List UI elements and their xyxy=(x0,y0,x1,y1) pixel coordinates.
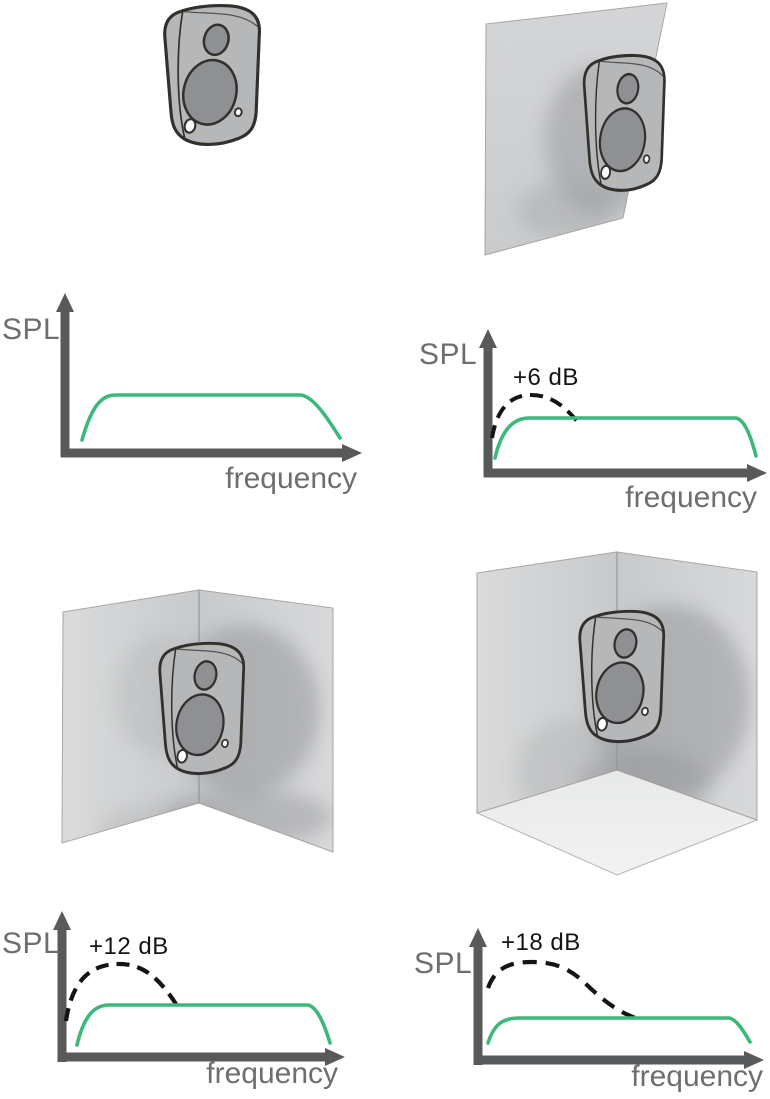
chart-corner-floor-response xyxy=(469,928,764,1069)
illustration-speaker-free-standing xyxy=(163,3,262,146)
x-axis-arrow xyxy=(325,1048,345,1066)
chart-corner-response xyxy=(53,911,345,1066)
speaker xyxy=(163,3,262,146)
y-axis-arrow xyxy=(53,911,71,930)
illustration-speaker-on-wall xyxy=(484,2,668,256)
x-axis-arrow xyxy=(747,464,767,482)
speaker xyxy=(158,641,246,776)
chart-wall-response xyxy=(479,329,767,482)
y-axis-arrow xyxy=(469,928,487,947)
spl-axis-label: SPL xyxy=(2,927,61,960)
boost-annotation: +6 dB xyxy=(513,364,579,391)
frequency-axis-label: frequency xyxy=(631,1060,763,1093)
spl-axis-label: SPL xyxy=(414,947,473,980)
frequency-axis-label: frequency xyxy=(206,1057,338,1090)
speaker xyxy=(578,609,666,744)
illustration-speaker-in-corner xyxy=(61,589,334,853)
frequency-axis-label: frequency xyxy=(625,481,757,514)
frequency-axis-label: frequency xyxy=(225,462,357,495)
speaker xyxy=(582,53,667,192)
response-curve xyxy=(75,1003,332,1047)
response-curve xyxy=(493,416,758,460)
response-curve xyxy=(486,1016,752,1045)
y-axis-arrow xyxy=(56,293,74,312)
spl-axis-label: SPL xyxy=(2,313,61,346)
illustration-speaker-in-corner-with-floor xyxy=(475,551,759,876)
chart-free-standing-response xyxy=(56,293,362,462)
boost-annotation: +12 dB xyxy=(89,933,169,960)
boost-curve xyxy=(486,959,639,1021)
boost-curve xyxy=(63,961,178,1022)
y-axis-arrow xyxy=(479,329,497,348)
spl-axis-label: SPL xyxy=(419,338,478,371)
response-curve xyxy=(80,393,342,442)
x-axis-arrow xyxy=(342,444,362,462)
boost-curve xyxy=(490,392,579,439)
x-axis-arrow xyxy=(744,1051,764,1069)
boost-annotation: +18 dB xyxy=(501,929,581,956)
